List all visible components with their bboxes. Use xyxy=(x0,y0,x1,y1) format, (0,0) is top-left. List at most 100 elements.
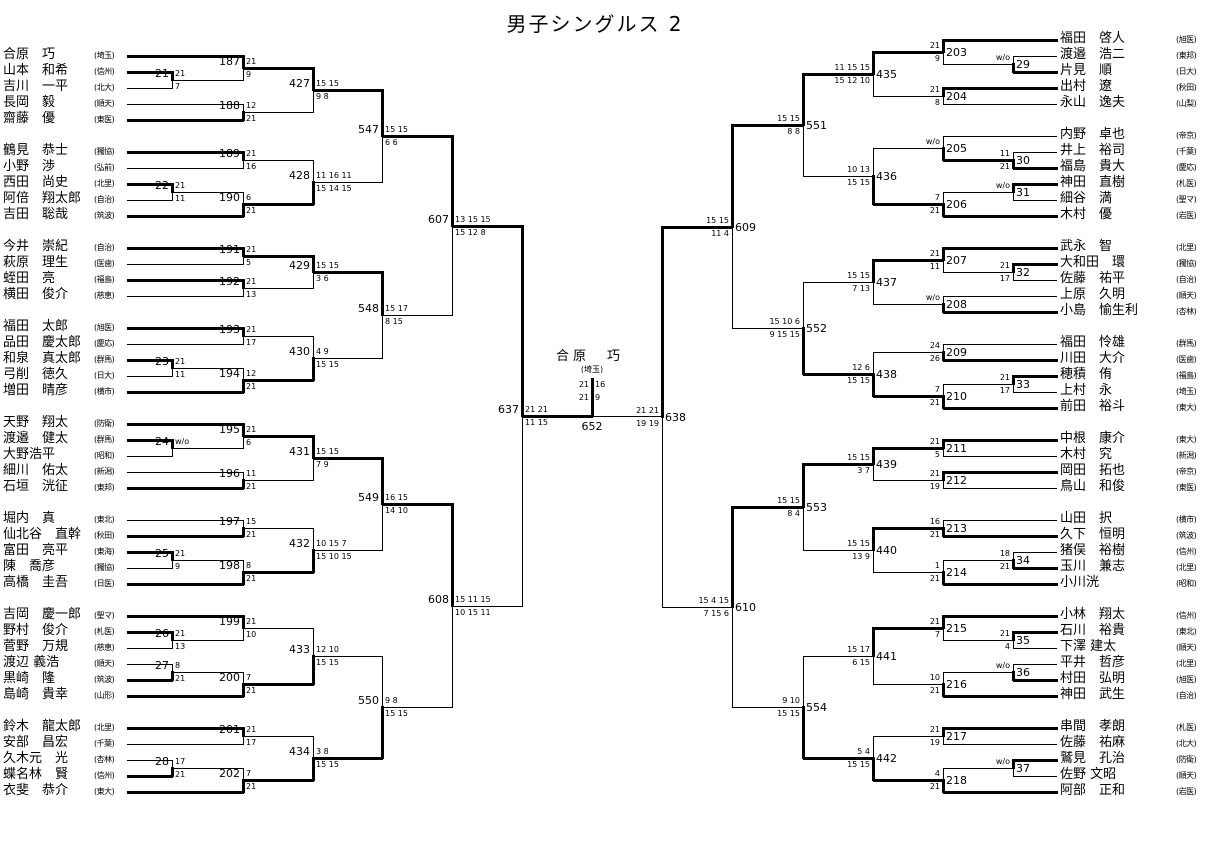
player-affiliation: (獨協) xyxy=(94,147,115,156)
match-number: 547 xyxy=(358,123,379,136)
bracket-line xyxy=(943,615,1058,618)
player-affiliation: (群馬) xyxy=(94,435,115,444)
bracket-line xyxy=(382,503,453,506)
match-score-bottom: 13 xyxy=(175,642,186,651)
match-score-top: w/o xyxy=(995,53,1010,62)
match-score-bottom: 19 19 xyxy=(636,418,659,428)
bracket-line xyxy=(662,607,732,608)
bracket-line xyxy=(942,87,945,97)
bracket-line xyxy=(172,560,243,561)
bracket-line xyxy=(1013,567,1058,570)
bracket-line xyxy=(172,560,173,569)
match-number: 548 xyxy=(358,302,379,315)
match-score-bottom: 7 13 xyxy=(852,284,870,293)
match-score-top: 12 6 xyxy=(852,363,870,372)
bracket-line xyxy=(381,706,384,759)
bracket-line xyxy=(943,695,1058,698)
player-name: 久木元 光 xyxy=(3,751,69,766)
bracket-line xyxy=(313,89,383,92)
player-name: 仙北谷 直幹 xyxy=(3,527,82,542)
match-score-top: 21 xyxy=(929,249,940,258)
bracket-line xyxy=(1013,640,1014,649)
match-score-top: 24 xyxy=(929,341,940,350)
bracket-line xyxy=(943,583,1058,586)
bracket-line xyxy=(942,779,945,793)
match-score-bottom: 21 xyxy=(246,206,257,215)
bracket-line xyxy=(127,71,173,74)
bracket-line xyxy=(803,73,874,76)
match-score-bottom: 21 xyxy=(929,782,940,791)
player-name: 横田 俊介 xyxy=(3,287,69,302)
bracket-line xyxy=(242,279,245,289)
player-name: 出村 遼 xyxy=(1060,79,1113,94)
bracket-line xyxy=(872,259,875,283)
bracket-line xyxy=(873,736,943,737)
match-score-top: 21 xyxy=(929,469,940,478)
match-score-bottom: 21 xyxy=(246,782,257,791)
player-name: 久下 恒明 xyxy=(1060,527,1126,542)
match-number: 208 xyxy=(946,298,967,311)
match-score-bottom: 10 15 11 xyxy=(455,607,491,617)
bracket-line xyxy=(242,727,245,737)
player-affiliation: (医歯) xyxy=(1176,355,1197,364)
match-score-bottom: 15 15 xyxy=(847,760,870,769)
bracket-line xyxy=(872,373,875,397)
bracket-line xyxy=(942,247,945,261)
bracket-line xyxy=(242,247,245,257)
player-affiliation: (弘前) xyxy=(94,163,115,172)
player-affiliation: (帝京) xyxy=(1176,467,1197,476)
match-score-top: 4 9 xyxy=(316,347,329,356)
bracket-line xyxy=(243,779,314,782)
player-name: 長岡 毅 xyxy=(3,95,56,110)
bracket-line xyxy=(943,768,944,781)
bracket-line xyxy=(943,104,1057,105)
player-name: 岡田 拓也 xyxy=(1060,463,1126,478)
match-score-bottom: 11 4 xyxy=(711,228,729,238)
bracket-line xyxy=(873,527,944,530)
bracket-line xyxy=(942,727,945,737)
bracket-line xyxy=(873,736,874,759)
bracket-line xyxy=(943,359,1058,362)
bracket-line xyxy=(127,791,244,794)
bracket-line xyxy=(127,168,243,169)
bracket-line xyxy=(943,448,944,457)
bracket-line xyxy=(1012,183,1015,193)
bracket-line xyxy=(942,439,945,449)
player-name: 富田 亮平 xyxy=(3,543,69,558)
bracket-line xyxy=(243,288,244,297)
player-name: 村田 弘明 xyxy=(1060,671,1126,686)
player-affiliation: (昭和) xyxy=(94,451,115,460)
bracket-line xyxy=(127,55,244,58)
bracket-line xyxy=(732,124,804,127)
bracket-line xyxy=(127,727,244,730)
bracket-line xyxy=(313,528,314,551)
player-affiliation: (東大) xyxy=(94,787,115,796)
player-name: 山本 和希 xyxy=(3,63,69,78)
bracket-line xyxy=(242,111,245,121)
bracket-line xyxy=(1013,56,1014,65)
bracket-line xyxy=(127,615,244,618)
bracket-line xyxy=(1013,280,1057,281)
match-number: 213 xyxy=(946,522,967,535)
player-affiliation: (北里) xyxy=(1176,243,1197,252)
match-number: 438 xyxy=(876,368,897,381)
player-name: 佐藤 祐麻 xyxy=(1060,735,1126,750)
player-affiliation: (獨協) xyxy=(94,563,115,572)
bracket-line xyxy=(313,272,314,289)
player-affiliation: (東邦) xyxy=(1176,51,1197,60)
player-affiliation: (筑波) xyxy=(94,675,115,684)
player-name: 木村 究 xyxy=(1060,447,1113,462)
bracket-line xyxy=(943,480,944,489)
bracket-line xyxy=(942,615,945,629)
bracket-line xyxy=(943,520,1057,521)
match-score-bottom: 15 15 xyxy=(847,178,870,187)
player-name: 品田 慶太郎 xyxy=(3,335,82,350)
bracket-line xyxy=(242,423,245,437)
player-name: 小島 愉生利 xyxy=(1060,303,1139,318)
match-score-bottom: 15 15 xyxy=(847,376,870,385)
match-score-bottom: 15 12 10 xyxy=(834,76,870,85)
bracket-line xyxy=(313,358,382,359)
bracket-line xyxy=(243,104,244,113)
bracket-line xyxy=(171,671,174,681)
bracket-line xyxy=(873,282,874,305)
